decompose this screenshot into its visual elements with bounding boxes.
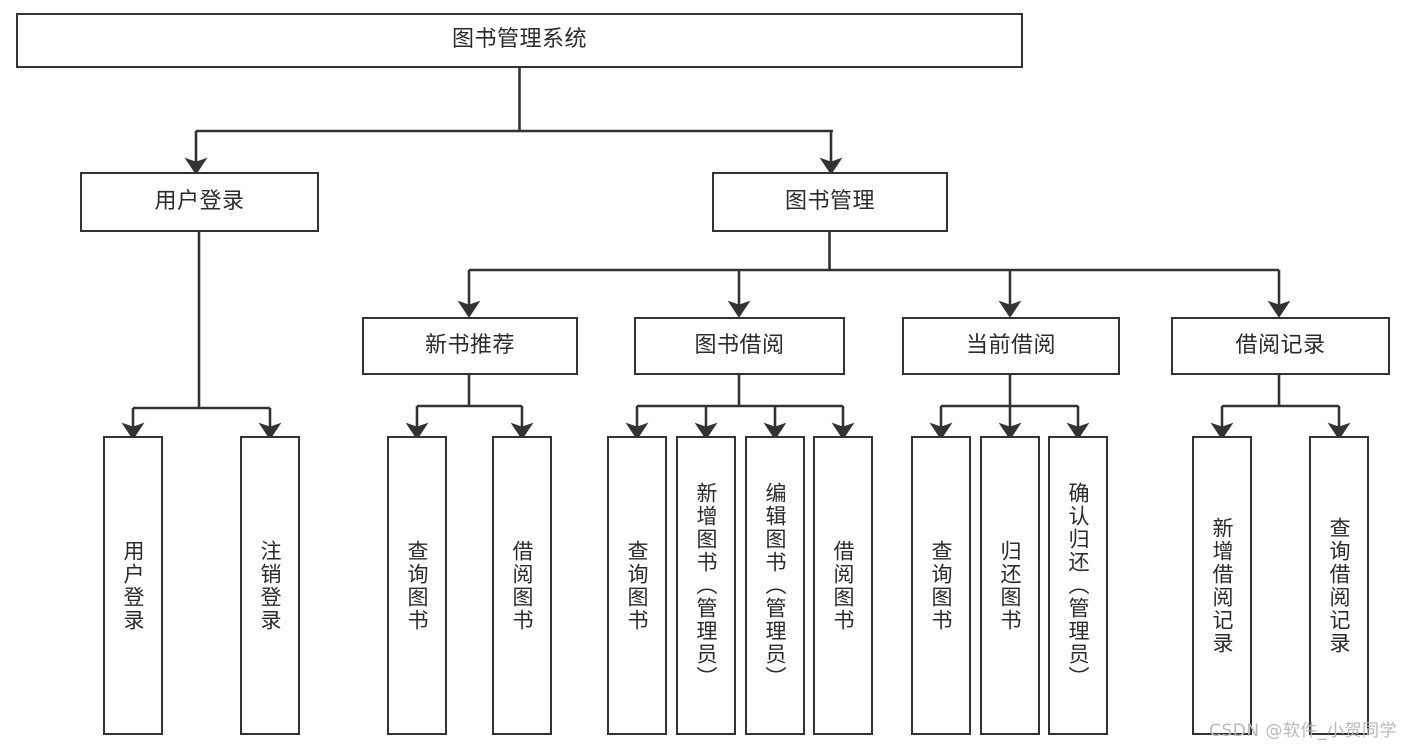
node-label: 查询借阅记录 <box>1327 516 1352 655</box>
node-user-login[interactable]: 用户登录 <box>80 172 319 232</box>
node-leaf-confirm-return-admin[interactable]: 确认归还（管理员） <box>1048 436 1108 735</box>
node-current-borrowing[interactable]: 当前借阅 <box>902 317 1120 375</box>
node-label: 借阅图书 <box>831 539 856 632</box>
node-leaf-return-book[interactable]: 归还图书 <box>980 436 1040 735</box>
node-leaf-add-book-admin[interactable]: 新增图书（管理员） <box>676 436 736 735</box>
node-leaf-add-borrow-record[interactable]: 新增借阅记录 <box>1192 436 1252 735</box>
node-leaf-query-book-current[interactable]: 查询图书 <box>911 436 971 735</box>
node-root-book-management-system[interactable]: 图书管理系统 <box>16 13 1023 68</box>
node-label: 确认归还（管理员） <box>1066 482 1091 689</box>
node-borrowing-records[interactable]: 借阅记录 <box>1171 317 1390 375</box>
node-leaf-query-borrow-record[interactable]: 查询借阅记录 <box>1309 436 1369 735</box>
node-label: 编辑图书（管理员） <box>763 482 788 689</box>
node-label: 图书借阅 <box>694 332 785 358</box>
node-leaf-borrow-book-newbook[interactable]: 借阅图书 <box>492 436 552 735</box>
node-leaf-user-login[interactable]: 用户登录 <box>103 436 163 735</box>
node-leaf-query-book-borrow[interactable]: 查询图书 <box>607 436 667 735</box>
node-leaf-query-book-newbook[interactable]: 查询图书 <box>387 436 447 735</box>
node-label: 新增借阅记录 <box>1210 516 1235 655</box>
node-label: 用户登录 <box>154 188 245 214</box>
node-leaf-logout[interactable]: 注销登录 <box>240 436 300 735</box>
node-label: 图书管理 <box>784 188 875 214</box>
node-book-borrowing[interactable]: 图书借阅 <box>634 317 845 375</box>
node-label: 新增图书（管理员） <box>694 482 719 689</box>
node-leaf-edit-book-admin[interactable]: 编辑图书（管理员） <box>745 436 805 735</box>
node-label: 借阅图书 <box>510 539 535 632</box>
node-label: 借阅记录 <box>1235 332 1326 358</box>
node-label: 用户登录 <box>121 539 146 632</box>
node-new-book-recommendation[interactable]: 新书推荐 <box>362 317 578 375</box>
node-book-management[interactable]: 图书管理 <box>712 172 948 232</box>
node-label: 新书推荐 <box>424 332 515 358</box>
node-label: 查询图书 <box>625 539 650 632</box>
node-label: 图书管理系统 <box>451 27 587 53</box>
node-leaf-borrow-book[interactable]: 借阅图书 <box>813 436 873 735</box>
node-label: 查询图书 <box>405 539 430 632</box>
node-label: 归还图书 <box>998 539 1023 632</box>
node-label: 注销登录 <box>258 539 283 632</box>
node-label: 查询图书 <box>929 539 954 632</box>
node-label: 当前借阅 <box>965 332 1056 358</box>
csdn-watermark: CSDN @软件_小贺同学 <box>1209 721 1397 741</box>
